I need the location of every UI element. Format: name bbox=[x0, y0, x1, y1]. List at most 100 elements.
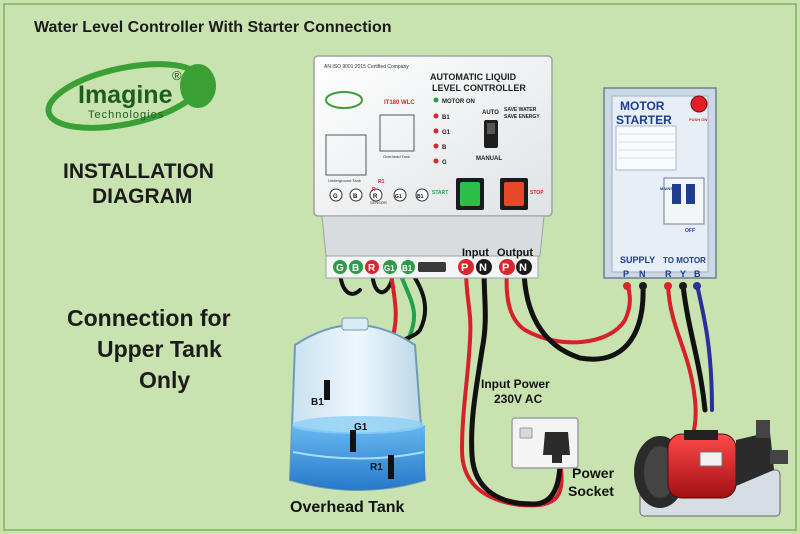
indicator-motor-on-label: MOTOR ON bbox=[442, 99, 475, 105]
power-terminals: P N P N bbox=[458, 259, 532, 275]
indicator-g1-label: G1 bbox=[442, 130, 451, 136]
spec-plate-lines bbox=[618, 133, 674, 159]
motor-r-label: R bbox=[665, 269, 672, 279]
overhead-tank-icon bbox=[379, 114, 415, 152]
sensor-label: SENSOR bbox=[370, 200, 387, 205]
motor-y-terminal[interactable] bbox=[679, 282, 687, 290]
input-power-line2: 230V AC bbox=[494, 392, 543, 406]
face-terminal-r1: R1 bbox=[378, 179, 385, 185]
start-label: START bbox=[432, 190, 448, 196]
save-water-label: SAVE WATER bbox=[504, 107, 537, 113]
led-g bbox=[433, 158, 439, 164]
page-frame bbox=[3, 3, 797, 531]
spec-plate bbox=[615, 125, 677, 171]
terminal-b1-label: B1 bbox=[402, 264, 413, 273]
terminal-g[interactable] bbox=[333, 260, 347, 274]
controller-certified: AN ISO 9001:2015 Certified Company bbox=[324, 64, 409, 70]
pump-head bbox=[736, 432, 774, 486]
underground-tank-icon bbox=[325, 134, 367, 176]
led-g1 bbox=[433, 128, 439, 134]
note-line3: Only bbox=[139, 367, 190, 393]
manual-label: MANUAL bbox=[476, 156, 502, 162]
starter-title-line1: MOTOR bbox=[620, 99, 665, 113]
input-power-line1: Input Power bbox=[481, 377, 550, 391]
note-line1: Connection for bbox=[67, 305, 231, 331]
heading-line1: INSTALLATION bbox=[63, 160, 214, 183]
terminal-output-n-label: N bbox=[519, 262, 527, 274]
terminal-g-label: G bbox=[336, 263, 344, 274]
terminal-slot bbox=[418, 262, 446, 272]
motor-y-label: Y bbox=[680, 269, 686, 279]
indicator-leds: MOTOR ON B1 G1 B G bbox=[433, 97, 475, 166]
terminal-g1[interactable] bbox=[383, 260, 397, 274]
led-b bbox=[433, 143, 439, 149]
terminal-b[interactable] bbox=[349, 260, 363, 274]
output-label: Output bbox=[497, 247, 533, 259]
tank-label: Overhead Tank bbox=[290, 499, 405, 516]
supply-p-label: P bbox=[623, 269, 629, 279]
mains-label: MAINS bbox=[660, 186, 673, 191]
overhead-tank: B1 G1 R1 Overhead Tank bbox=[288, 317, 427, 516]
stop-button[interactable] bbox=[504, 182, 524, 206]
terminal-input-p-label: P bbox=[461, 262, 468, 274]
heading-line2: DIAGRAM bbox=[92, 185, 192, 208]
socket-switch[interactable] bbox=[519, 427, 533, 439]
start-button[interactable] bbox=[460, 182, 480, 206]
terminal-r[interactable] bbox=[365, 260, 379, 274]
controller-title-line1: AUTOMATIC LIQUID bbox=[430, 72, 517, 82]
terminal-input-p[interactable] bbox=[458, 259, 474, 275]
probe-g1-label: G1 bbox=[354, 422, 368, 433]
brand-registered: ® bbox=[172, 68, 182, 83]
plug-icon bbox=[543, 432, 570, 455]
mains-breaker[interactable] bbox=[663, 177, 705, 225]
probe-r1-label: R1 bbox=[370, 462, 383, 473]
supply-n-terminal[interactable] bbox=[639, 282, 647, 290]
face-terminal-g1: G1 bbox=[395, 194, 402, 200]
supply-n-label: N bbox=[639, 269, 646, 279]
motor-starter: MOTOR STARTER PUSH ON MAINS OFF SUPPLY T… bbox=[603, 87, 717, 290]
controller-logo bbox=[325, 91, 363, 109]
bottom-sensor-terminals: G B R G1 B1 bbox=[333, 260, 446, 274]
indicator-g-label: G bbox=[442, 160, 447, 166]
face-terminal-g: G bbox=[333, 194, 338, 200]
motor-b-label: B bbox=[694, 269, 701, 279]
face-terminal-r-small: R bbox=[372, 187, 376, 193]
brand-name: Imagine bbox=[78, 81, 173, 109]
indicator-b-label: B bbox=[442, 145, 447, 151]
probe-b1-label: B1 bbox=[311, 397, 324, 408]
led-motor-on bbox=[433, 97, 439, 103]
terminal-r-label: R bbox=[368, 263, 376, 274]
terminal-output-p-label: P bbox=[502, 262, 509, 274]
save-energy-label: SAVE ENERGY bbox=[504, 114, 540, 120]
brand-subtitle: Technologies bbox=[88, 109, 164, 121]
motor-b-terminal[interactable] bbox=[693, 282, 701, 290]
face-sensor-terminals: G B R G1 B1 R1 R bbox=[329, 179, 429, 202]
controller-model: IT180 WLC bbox=[384, 100, 415, 106]
auto-label: AUTO bbox=[482, 110, 499, 116]
overhead-tank-label: Overhead Tank bbox=[383, 154, 410, 159]
face-terminal-b1: B1 bbox=[417, 194, 424, 200]
controller-title-line2: LEVEL CONTROLLER bbox=[432, 83, 526, 93]
terminal-output-n[interactable] bbox=[516, 259, 532, 275]
level-controller: AN ISO 9001:2015 Certified Company AUTOM… bbox=[313, 55, 553, 279]
to-motor-label: TO MOTOR bbox=[663, 256, 706, 265]
terminal-output-p[interactable] bbox=[499, 259, 515, 275]
socket-label-line2: Socket bbox=[568, 483, 614, 499]
supply-p-terminal[interactable] bbox=[623, 282, 631, 290]
terminal-b1[interactable] bbox=[401, 260, 415, 274]
indicator-b1-label: B1 bbox=[442, 115, 450, 121]
motor-r-terminal[interactable] bbox=[664, 282, 672, 290]
power-socket: Power Socket bbox=[511, 417, 615, 499]
page-title: Water Level Controller With Starter Conn… bbox=[34, 19, 392, 36]
terminal-input-n[interactable] bbox=[476, 259, 492, 275]
terminal-g1-label: G1 bbox=[384, 264, 395, 273]
socket-label-line1: Power bbox=[572, 465, 615, 481]
stop-label: STOP bbox=[530, 190, 544, 196]
terminal-input-n-label: N bbox=[479, 262, 487, 274]
note-line2: Upper Tank bbox=[97, 336, 222, 362]
push-on-button[interactable] bbox=[690, 95, 708, 113]
input-label: Input bbox=[462, 247, 489, 259]
motor-nameplate bbox=[699, 451, 723, 467]
